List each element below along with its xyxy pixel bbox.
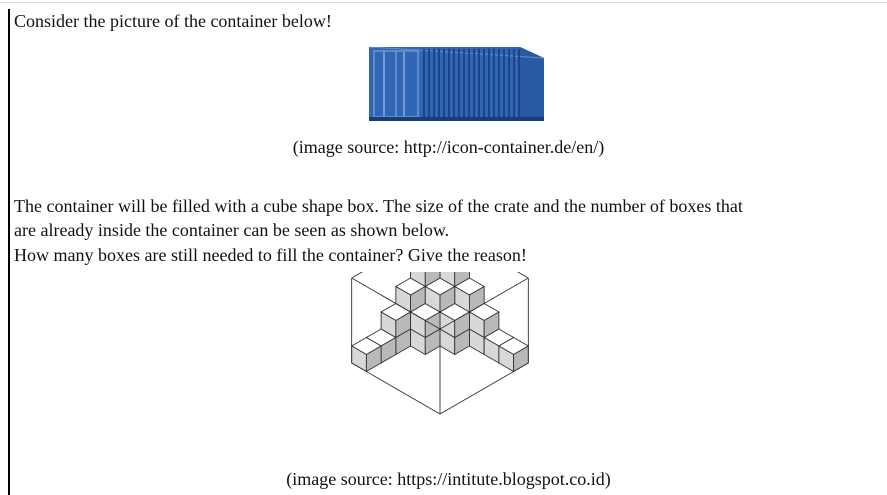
- unit-cube: [410, 272, 441, 288]
- box-edge: [439, 362, 529, 415]
- box-edge: [439, 277, 529, 330]
- container-image-caption: (image source: http://icon-container.de/…: [292, 137, 605, 157]
- intro-text: Consider the picture of the container be…: [14, 11, 332, 31]
- box-edge: [351, 362, 441, 415]
- left-border-line: [8, 9, 10, 495]
- shipping-container-image: [368, 46, 545, 121]
- unit-cube: [350, 336, 383, 373]
- paragraph-line-1: The container will be filled with a cube…: [14, 196, 743, 216]
- cube-image-caption: (image source: https://intitute.blogspot…: [286, 469, 611, 489]
- paragraph-line-3: How many boxes are still needed to fill …: [14, 245, 527, 265]
- top-crop-edge: [0, 2, 887, 3]
- unit-cube: [439, 272, 470, 288]
- unit-cube: [453, 277, 486, 313]
- paragraph-line-2: are already inside the container can be …: [14, 220, 450, 240]
- box-edge: [351, 277, 441, 330]
- cube-stack-diagram: [350, 272, 530, 415]
